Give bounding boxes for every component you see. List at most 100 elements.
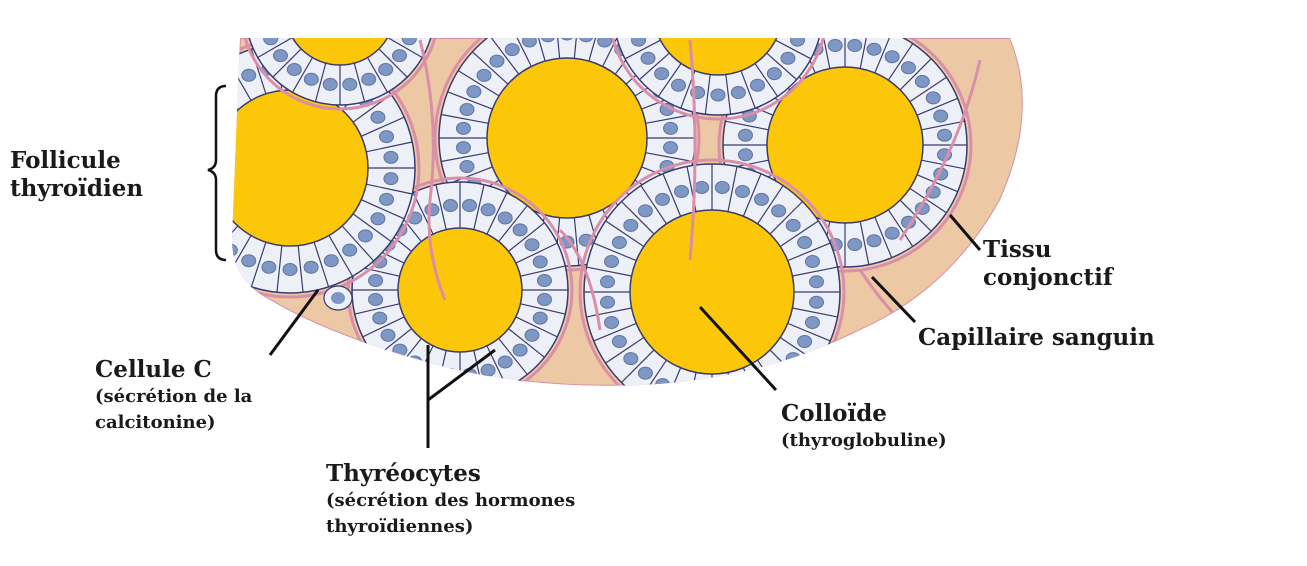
- thyreocyte-nucleus: [208, 94, 222, 106]
- thyreocyte-nucleus: [380, 131, 394, 143]
- thyreocyte-nucleus: [537, 294, 551, 306]
- thyreocyte-nucleus: [381, 329, 395, 341]
- thyroid-follicle: [580, 160, 844, 424]
- thyreocyte-nucleus: [675, 186, 689, 198]
- thyreocyte-nucleus: [408, 356, 422, 368]
- thyreocyte-nucleus: [751, 79, 765, 91]
- thyreocyte-nucleus: [805, 256, 819, 268]
- thyreocyte-nucleus: [738, 149, 752, 161]
- thyreocyte-nucleus: [715, 390, 729, 402]
- thyreocyte-nucleus: [384, 151, 398, 163]
- thyreocyte-nucleus: [343, 78, 357, 90]
- colloid: [212, 90, 368, 246]
- thyreocyte-nucleus: [460, 104, 474, 116]
- thyreocyte-nucleus: [259, 0, 273, 6]
- thyreocyte-nucleus: [195, 111, 209, 123]
- thyreocyte-nucleus: [456, 142, 470, 154]
- thyreocyte-nucleus: [695, 182, 709, 194]
- label-thyreocytes: Thyréocytes (sécrétion des hormones thyr…: [326, 460, 575, 540]
- thyreocyte-nucleus: [242, 255, 256, 267]
- thyreocyte-nucleus: [598, 35, 612, 47]
- c-cell: [324, 286, 352, 310]
- thyreocyte-nucleus: [373, 312, 387, 324]
- colloid: [630, 210, 794, 374]
- thyreocyte-nucleus: [186, 193, 200, 205]
- thyreocyte-nucleus: [264, 33, 278, 45]
- thyreocyte-nucleus: [481, 204, 495, 216]
- thyreocyte-nucleus: [195, 213, 209, 225]
- thyreocyte-nucleus: [601, 276, 615, 288]
- thyreocyte-nucleus: [425, 204, 439, 216]
- thyreocyte-nucleus: [601, 296, 615, 308]
- thyreocyte-nucleus: [805, 316, 819, 328]
- thyreocyte-nucleus: [522, 35, 536, 47]
- label-cellule-c-line2: (sécrétion de la: [95, 384, 252, 410]
- thyreocyte-nucleus: [926, 92, 940, 104]
- thyreocyte-nucleus: [735, 186, 749, 198]
- thyreocyte-nucleus: [772, 205, 786, 217]
- thyreocyte-nucleus: [407, 14, 421, 26]
- thyreocyte-nucleus: [867, 235, 881, 247]
- thyreocyte-nucleus: [767, 68, 781, 80]
- thyreocyte-nucleus: [513, 224, 527, 236]
- thyreocyte-nucleus: [533, 312, 547, 324]
- label-colloide: Colloïde (thyroglobuline): [781, 400, 947, 454]
- thyreocyte-nucleus: [362, 73, 376, 85]
- thyreocyte-nucleus: [638, 367, 652, 379]
- thyreocyte-nucleus: [481, 364, 495, 376]
- thyreocyte-nucleus: [715, 182, 729, 194]
- thyreocyte-nucleus: [772, 367, 786, 379]
- thyreocyte-nucleus: [186, 131, 200, 143]
- thyreocyte-nucleus: [885, 51, 899, 63]
- thyreocyte-nucleus: [605, 256, 619, 268]
- thyreocyte-nucleus: [795, 14, 809, 26]
- label-cellule-c-line3: calcitonine): [95, 410, 252, 436]
- thyreocyte-nucleus: [505, 44, 519, 56]
- thyreocyte-nucleus: [384, 173, 398, 185]
- thyreocyte-nucleus: [738, 129, 752, 141]
- thyreocyte-nucleus: [624, 219, 638, 231]
- label-follicule: Follicule thyroïdien: [10, 147, 143, 203]
- thyreocyte-nucleus: [612, 335, 626, 347]
- thyreocyte-nucleus: [208, 230, 222, 242]
- thyreocyte-nucleus: [624, 353, 638, 365]
- thyreocyte-nucleus: [490, 55, 504, 67]
- thyreocyte-nucleus: [656, 193, 670, 205]
- thyreocyte-nucleus: [460, 160, 474, 172]
- thyreocyte-nucleus: [463, 200, 477, 212]
- follicle-bracket: [208, 86, 226, 260]
- label-colloide-line2: (thyroglobuline): [781, 428, 947, 454]
- thyreocyte-nucleus: [632, 34, 646, 46]
- thyreocyte-nucleus: [182, 173, 196, 185]
- label-colloide-line1: Colloïde: [781, 400, 947, 428]
- thyreocyte-nucleus: [655, 68, 669, 80]
- thyreocyte-nucleus: [380, 193, 394, 205]
- thyreocyte-nucleus: [323, 78, 337, 90]
- thyreocyte-nucleus: [711, 89, 725, 101]
- thyreocyte-nucleus: [393, 344, 407, 356]
- thyreocyte-nucleus: [371, 111, 385, 123]
- thyreocyte-nucleus: [664, 142, 678, 154]
- thyreocyte-nucleus: [242, 69, 256, 81]
- thyreocyte-nucleus: [641, 52, 655, 64]
- colloid: [398, 228, 522, 352]
- thyreocyte-nucleus: [828, 39, 842, 51]
- thyreocyte-nucleus: [467, 86, 481, 98]
- thyreocyte-nucleus: [809, 276, 823, 288]
- thyreocyte-nucleus: [560, 28, 574, 40]
- thyreocyte-nucleus: [533, 256, 547, 268]
- thyreocyte-nucleus: [371, 213, 385, 225]
- thyreocyte-nucleus: [731, 87, 745, 99]
- thyreocyte-nucleus: [498, 212, 512, 224]
- thyreocyte-nucleus: [848, 239, 862, 251]
- thyreocyte-nucleus: [283, 264, 297, 276]
- thyreocyte-nucleus: [287, 64, 301, 76]
- thyreocyte-nucleus: [498, 356, 512, 368]
- thyreocyte-nucleus: [638, 205, 652, 217]
- thyreocyte-nucleus: [675, 386, 689, 398]
- thyreocyte-nucleus: [477, 69, 491, 81]
- thyreocyte-nucleus: [781, 52, 795, 64]
- thyreocyte-nucleus: [223, 244, 237, 256]
- thyreocyte-nucleus: [612, 237, 626, 249]
